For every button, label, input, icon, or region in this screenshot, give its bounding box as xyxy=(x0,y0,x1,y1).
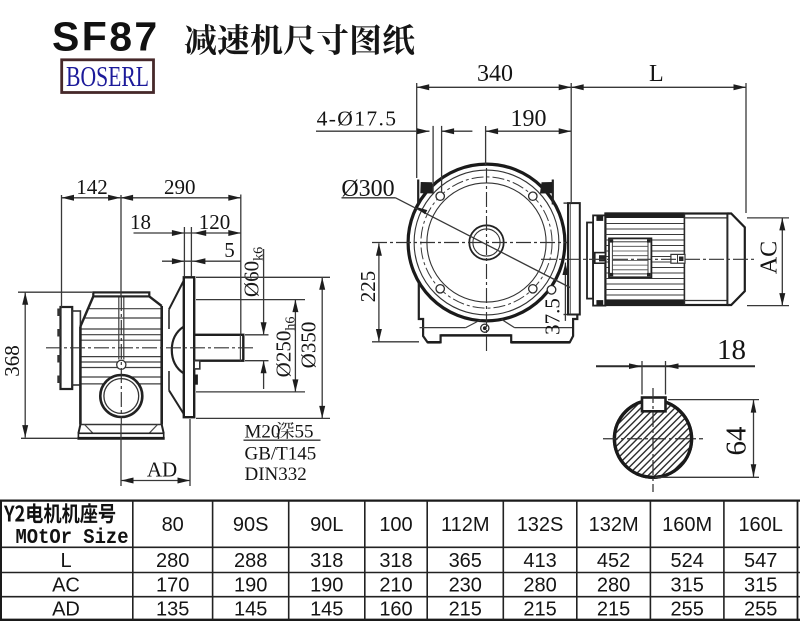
svg-text:280: 280 xyxy=(597,574,630,596)
svg-text:318: 318 xyxy=(310,550,343,572)
svg-text:288: 288 xyxy=(234,550,267,572)
svg-text:365: 365 xyxy=(449,550,482,572)
svg-text:55: 55 xyxy=(295,422,314,443)
svg-text:315: 315 xyxy=(670,574,703,596)
svg-text:524: 524 xyxy=(670,550,703,572)
svg-text:80: 80 xyxy=(162,514,184,536)
svg-text:100: 100 xyxy=(379,514,412,536)
svg-text:120: 120 xyxy=(199,210,231,234)
svg-text:225: 225 xyxy=(356,271,380,303)
svg-text:340: 340 xyxy=(477,61,513,87)
svg-text:AC: AC xyxy=(757,241,783,274)
svg-text:210: 210 xyxy=(379,574,412,596)
svg-text:215: 215 xyxy=(597,599,630,621)
svg-text:160M: 160M xyxy=(662,514,712,536)
svg-text:160L: 160L xyxy=(738,514,783,536)
svg-text:255: 255 xyxy=(744,599,777,621)
svg-text:215: 215 xyxy=(523,599,556,621)
svg-text:190: 190 xyxy=(234,574,267,596)
svg-text:GB/T145: GB/T145 xyxy=(245,444,317,465)
svg-text:452: 452 xyxy=(597,550,630,572)
svg-text:145: 145 xyxy=(234,599,267,621)
svg-text:255: 255 xyxy=(670,599,703,621)
svg-text:132S: 132S xyxy=(517,514,564,536)
svg-text:547: 547 xyxy=(744,550,777,572)
svg-text:DIN332: DIN332 xyxy=(245,464,307,485)
svg-text:37.5: 37.5 xyxy=(541,298,565,335)
svg-text:4-Ø17.5: 4-Ø17.5 xyxy=(317,107,398,131)
svg-text:170: 170 xyxy=(156,574,189,596)
svg-text:413: 413 xyxy=(523,550,556,572)
svg-text:135: 135 xyxy=(156,599,189,621)
svg-text:18: 18 xyxy=(130,210,151,234)
svg-text:18: 18 xyxy=(717,334,746,366)
svg-text:Ø350: Ø350 xyxy=(297,322,321,369)
svg-text:230: 230 xyxy=(449,574,482,596)
svg-text:AC: AC xyxy=(52,574,80,596)
svg-text:318: 318 xyxy=(379,550,412,572)
svg-text:132M: 132M xyxy=(589,514,639,536)
svg-text:142: 142 xyxy=(76,175,108,199)
svg-text:L: L xyxy=(60,550,71,572)
svg-text:L: L xyxy=(649,61,664,87)
svg-text:190: 190 xyxy=(511,106,547,132)
svg-text:64: 64 xyxy=(721,426,753,456)
svg-text:190: 190 xyxy=(310,574,343,596)
svg-text:Ø60k6: Ø60k6 xyxy=(240,247,267,297)
svg-text:AD: AD xyxy=(147,458,177,482)
svg-text:112M: 112M xyxy=(441,514,490,536)
svg-text:280: 280 xyxy=(156,550,189,572)
svg-text:5: 5 xyxy=(224,238,235,262)
svg-text:90L: 90L xyxy=(310,514,343,536)
svg-text:280: 280 xyxy=(523,574,556,596)
svg-text:290: 290 xyxy=(164,175,196,199)
svg-text:145: 145 xyxy=(310,599,343,621)
svg-text:215: 215 xyxy=(449,599,482,621)
svg-text:160: 160 xyxy=(379,599,412,621)
svg-text:SF87: SF87 xyxy=(52,14,160,60)
svg-text:M20: M20 xyxy=(245,422,281,443)
svg-text:368: 368 xyxy=(0,345,24,377)
svg-text:MOtOr Size: MOtOr Size xyxy=(16,527,129,550)
svg-text:AD: AD xyxy=(52,599,80,621)
svg-text:315: 315 xyxy=(744,574,777,596)
svg-text:90S: 90S xyxy=(233,514,269,536)
svg-text:BOSERL: BOSERL xyxy=(66,62,149,93)
